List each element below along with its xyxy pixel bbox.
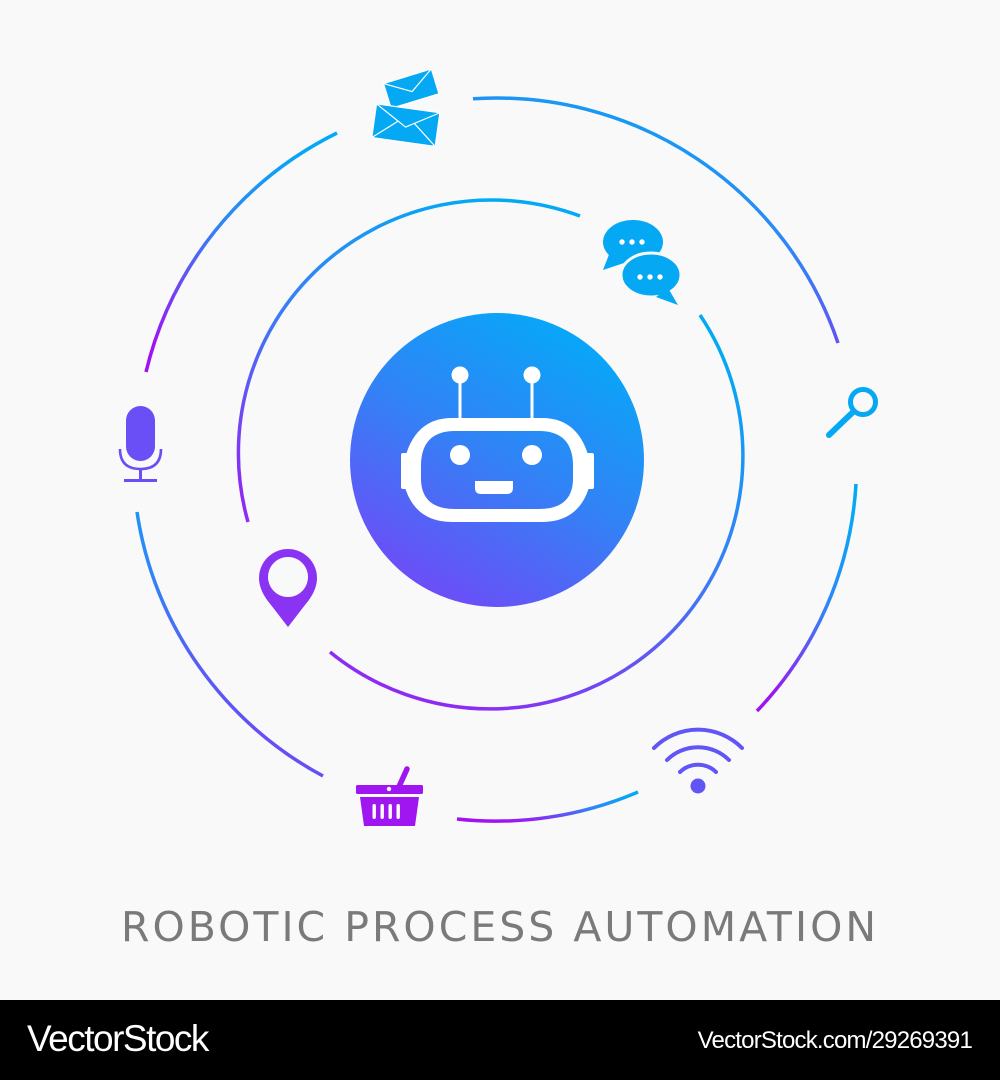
rpa-illustration — [118, 68, 878, 826]
mail-icon — [371, 68, 441, 148]
watermark-footer: VectorStock VectorStock.com/29269391 — [0, 1000, 1000, 1080]
image-reference: VectorStock.com/29269391 — [697, 1027, 973, 1054]
vectorstock-logo: VectorStock — [27, 1018, 209, 1059]
robot-badge — [350, 313, 644, 607]
microphone-icon — [118, 406, 163, 482]
location-pin-icon — [259, 549, 317, 627]
outer-ring — [135, 96, 858, 823]
shopping-basket-icon — [356, 766, 423, 826]
page-title: ROBOTIC PROCESS AUTOMATION — [120, 903, 880, 951]
robot-face-icon — [401, 366, 594, 522]
search-icon — [826, 387, 878, 438]
chat-bubbles-icon — [603, 220, 683, 305]
wifi-icon — [652, 727, 744, 794]
inner-ring — [236, 198, 745, 711]
